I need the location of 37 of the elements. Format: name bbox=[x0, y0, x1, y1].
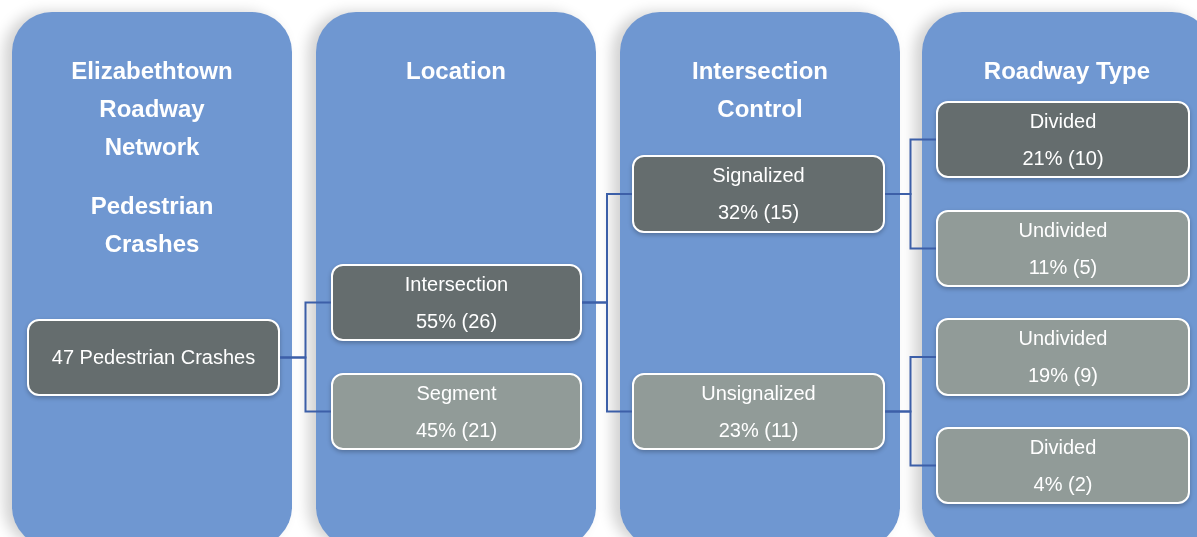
category-label: Undivided bbox=[1018, 326, 1108, 351]
percent-count-label: 55% (26) bbox=[415, 308, 498, 334]
percent-count-label: 4% (2) bbox=[1033, 471, 1093, 497]
category-label: Signalized bbox=[712, 163, 805, 188]
category-label: Segment bbox=[416, 380, 497, 406]
percent-count-label: 11% (5) bbox=[1028, 254, 1098, 280]
column-heading: Roadway Type bbox=[982, 56, 1152, 86]
category-box bbox=[632, 155, 885, 233]
percent-count-label: 23% (11) bbox=[718, 417, 799, 443]
percent-count-label: 19% (9) bbox=[1028, 363, 1098, 388]
category-label: Intersection bbox=[404, 271, 509, 297]
connector-line bbox=[581, 301, 633, 413]
category-box bbox=[632, 373, 885, 450]
column-heading: Location bbox=[405, 56, 507, 86]
category-label: Undivided bbox=[1018, 217, 1108, 243]
column-heading: Elizabethtown Roadway Network bbox=[70, 56, 234, 162]
column-heading: Intersection Control bbox=[691, 56, 829, 124]
connector-line bbox=[279, 356, 332, 413]
category-label: Divided bbox=[1029, 434, 1097, 460]
percent-count-label: 45% (21) bbox=[415, 417, 498, 443]
category-box bbox=[331, 264, 582, 341]
percent-count-label: 32% (15) bbox=[717, 200, 800, 225]
column-panel bbox=[12, 12, 292, 537]
column-panel bbox=[620, 12, 900, 537]
category-label: Divided bbox=[1029, 108, 1097, 134]
category-box bbox=[331, 373, 582, 450]
category-box: 47 Pedestrian Crashes bbox=[27, 319, 280, 396]
percent-count-label: 21% (10) bbox=[1022, 145, 1104, 171]
connector-line bbox=[884, 410, 937, 467]
column-panel bbox=[922, 12, 1197, 537]
category-box bbox=[936, 318, 1190, 396]
column-panel bbox=[316, 12, 596, 537]
category-box bbox=[936, 101, 1190, 178]
category-box bbox=[936, 427, 1190, 504]
category-box bbox=[936, 210, 1190, 287]
column-heading: Pedestrian Crashes bbox=[89, 191, 215, 259]
category-label: Unsignalized bbox=[701, 380, 816, 406]
